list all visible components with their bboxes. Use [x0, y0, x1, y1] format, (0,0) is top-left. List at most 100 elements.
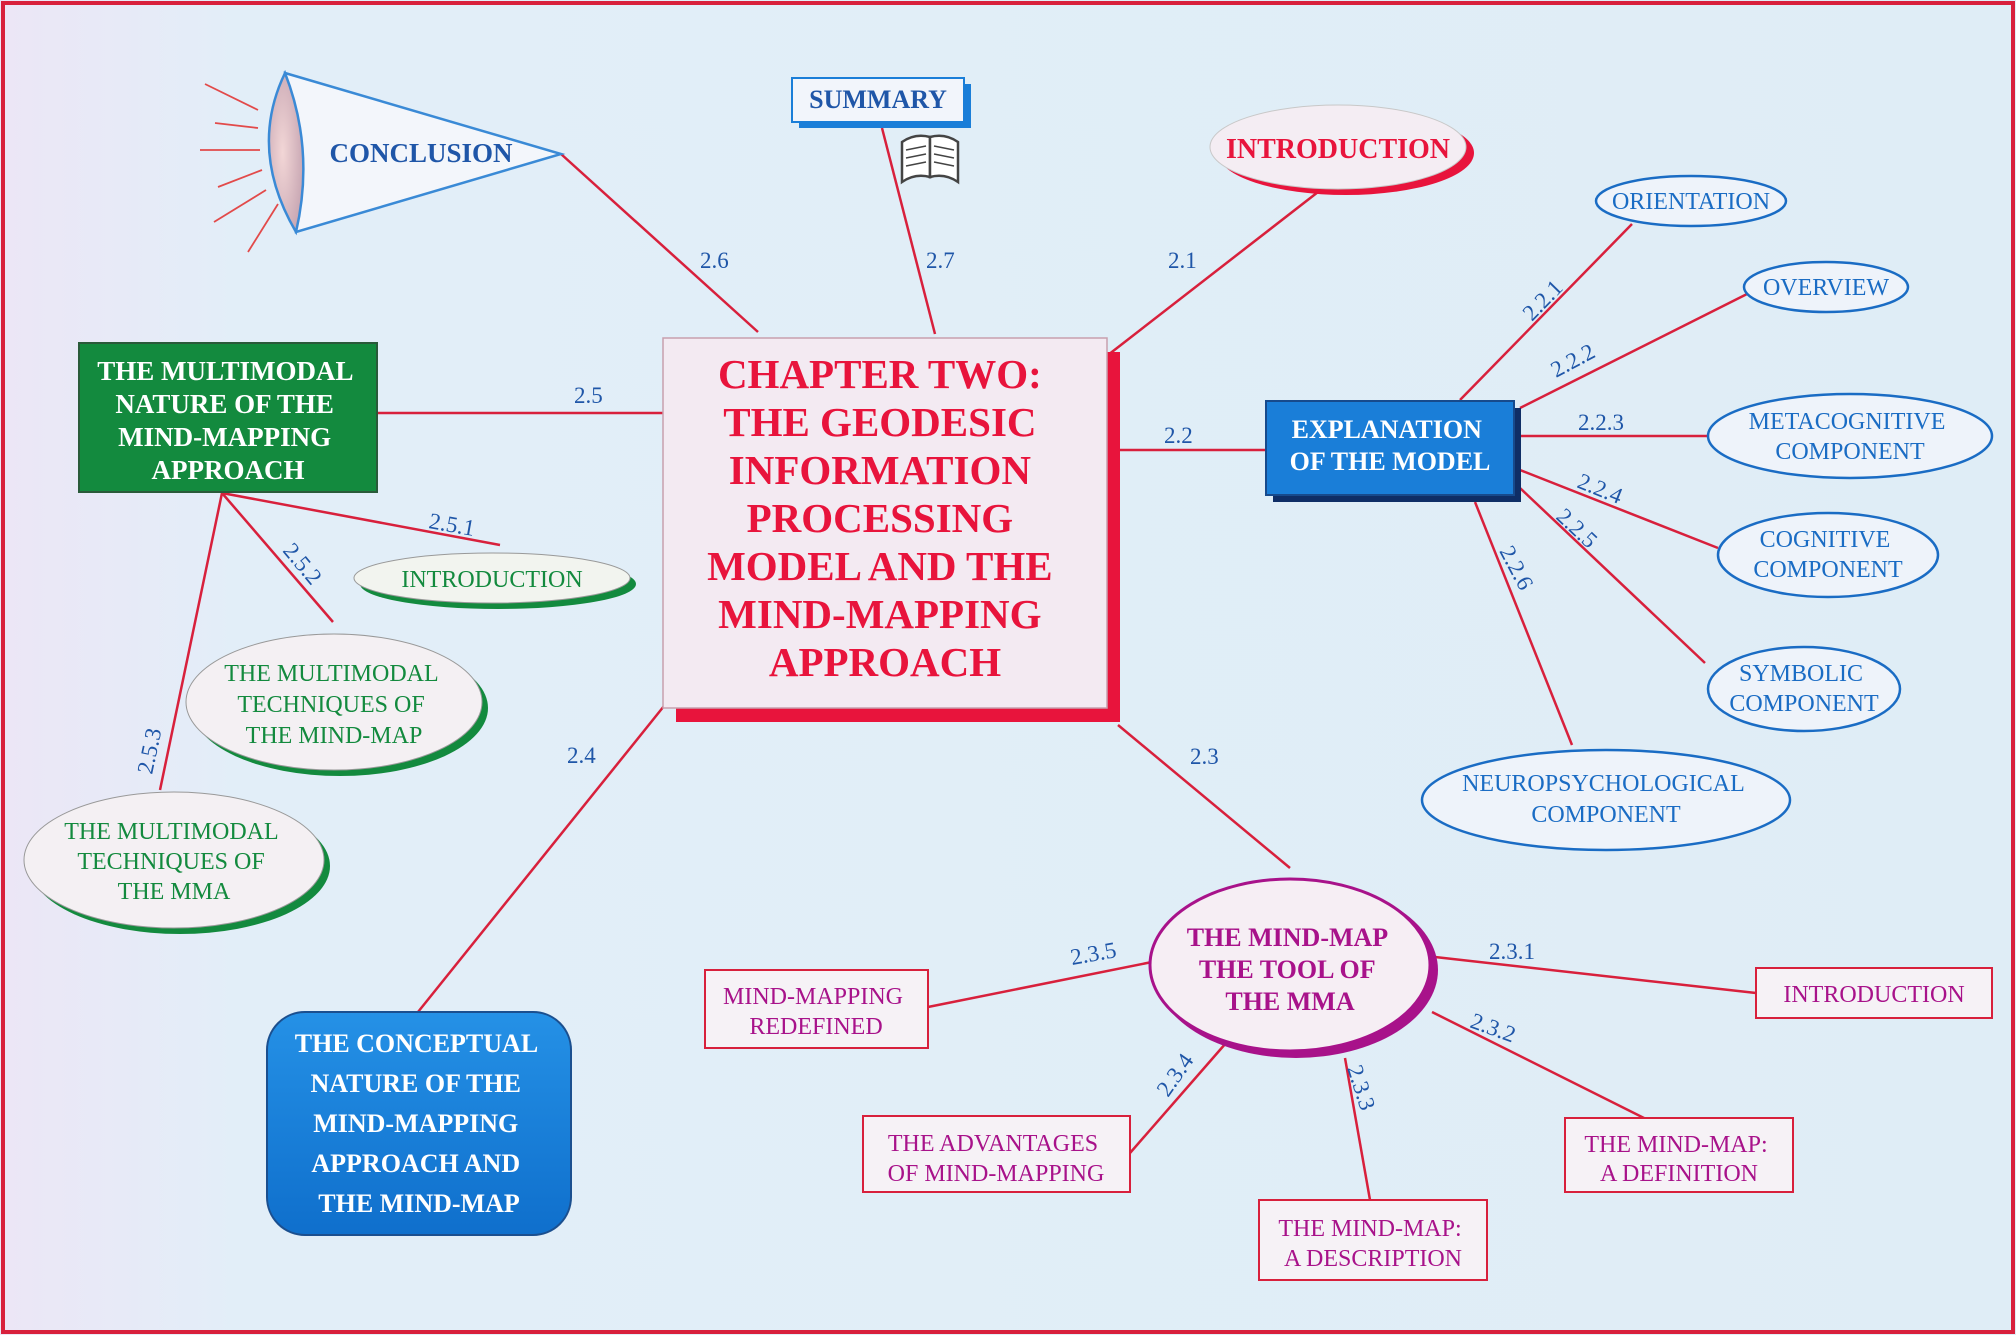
node-2-5-2-line-3: THE MIND-MAP: [246, 723, 423, 749]
svg-text:MIND-MAPPING REDEFINED: MIND-MAPPING REDEFINED: [723, 984, 909, 1040]
svg-text:THE MULTIMODAL NATURE OF: THE MULTIMODAL NATURE OF THE MIND-MAPPIN…: [97, 356, 359, 485]
node-2-3-5-redefined: MIND-MAPPING REDEFINED: [704, 969, 929, 1049]
node-2-3-5-line-2: REDEFINED: [749, 1014, 882, 1040]
connector-2-2-4: [1519, 468, 1719, 550]
svg-text:THE MULTIMODAL TECHNIQUE: THE MULTIMODAL TECHNIQUES OF THE MMA: [64, 819, 284, 905]
svg-text:NEUROPSYCHOLOGICAL COMPO: NEUROPSYCHOLOGICAL COMPONENT: [1462, 771, 1750, 828]
label-2-4: 2.4: [567, 743, 596, 768]
connector-2-3-4: [1129, 1042, 1227, 1154]
svg-text:SYMBOLIC COMPONENT: SYMBOLIC COMPONENT: [1729, 661, 1879, 717]
node-2-1-text: INTRODUCTION: [1226, 134, 1450, 165]
svg-text:METACOGNITIVE COMPONENT: METACOGNITIVE COMPONENT: [1749, 409, 1952, 465]
lens-cone-icon: [200, 69, 566, 253]
node-2-6-text: CONCLUSION: [329, 138, 513, 168]
node-2-6-conclusion: CONCLUSION: [200, 69, 566, 253]
label-2-2: 2.2: [1164, 423, 1193, 448]
node-2-1-introduction: INTRODUCTION: [1209, 104, 1474, 195]
node-2-4-conceptual-nature: THE CONCEPTUAL NATURE OF THE MIND-MAPPIN…: [266, 1011, 572, 1236]
node-2-5-2-line-2: TECHNIQUES OF: [237, 692, 424, 718]
node-2-2-line-1: EXPLANATION: [1292, 415, 1482, 444]
connector-2-3-5: [927, 960, 1153, 1009]
node-2-3-2-definition: THE MIND-MAP: A DEFINITION: [1564, 1117, 1794, 1193]
svg-text:THE MIND-MAP: A DESCRIPT: THE MIND-MAP: A DESCRIPTION: [1278, 1216, 1467, 1272]
node-2-4-line-3: MIND-MAPPING: [313, 1109, 518, 1138]
connector-2-7: [880, 127, 937, 335]
node-2-5-3-line-1: THE MULTIMODAL: [64, 819, 278, 845]
node-2-2-6-line-2: COMPONENT: [1531, 802, 1681, 828]
connector-2-2-6: [1473, 501, 1574, 746]
label-2-2-3: 2.2.3: [1578, 410, 1624, 435]
node-2-2-5-symbolic: SYMBOLIC COMPONENT: [1706, 645, 1902, 733]
connector-2-2-2: [1519, 288, 1756, 410]
node-2-5-line-4: APPROACH: [152, 455, 305, 485]
node-2-2-3-metacognitive: METACOGNITIVE COMPONENT: [1706, 392, 1994, 480]
central-title: CHAPTER TWO: THE GEODESIC INFORMATION PR…: [707, 351, 1063, 685]
node-2-5-1-text: INTRODUCTION: [401, 567, 582, 593]
connector-2-3-3: [1343, 1057, 1372, 1201]
node-2-2-1-orientation: ORIENTATION: [1594, 174, 1788, 228]
connector-2-3-2: [1431, 1010, 1653, 1124]
node-2-4-line-2: NATURE OF THE: [311, 1069, 521, 1098]
central-title-line-5: MODEL AND THE: [707, 543, 1053, 589]
node-2-5-3-line-3: THE MMA: [118, 879, 231, 905]
svg-text:THE ADVANTAGES OF MIND-M: THE ADVANTAGES OF MIND-MAPPING: [888, 1131, 1105, 1187]
node-2-3-line-2: THE TOOL OF: [1199, 955, 1375, 984]
label-2-6: 2.6: [700, 248, 729, 273]
node-2-2-5-line-1: SYMBOLIC: [1739, 661, 1863, 687]
label-2-3-1: 2.3.1: [1489, 939, 1535, 964]
node-2-3-line-1: THE MIND-MAP: [1187, 923, 1389, 952]
node-2-2-5-line-2: COMPONENT: [1729, 691, 1879, 717]
central-title-line-2: THE GEODESIC: [723, 399, 1036, 445]
svg-text:COGNITIVE COMPONENT: COGNITIVE COMPONENT: [1753, 527, 1903, 583]
node-2-2-2-overview: OVERVIEW: [1742, 260, 1910, 314]
node-2-2-6-line-1: NEUROPSYCHOLOGICAL: [1462, 771, 1744, 797]
node-2-2-4-line-2: COMPONENT: [1753, 557, 1903, 583]
node-2-2-4-line-1: COGNITIVE: [1760, 527, 1891, 553]
connector-2-2-1: [1459, 223, 1633, 401]
svg-text:THE MULTIMODAL TECHNIQUE: THE MULTIMODAL TECHNIQUES OF THE MIND-MA…: [224, 661, 444, 749]
node-2-2-3-line-1: METACOGNITIVE: [1749, 409, 1946, 435]
connector-2-1: [1107, 191, 1319, 356]
node-2-5-1-introduction: INTRODUCTION: [353, 552, 636, 609]
svg-text:THE MIND-MAP THE TOOL OF: THE MIND-MAP THE TOOL OF THE MMA: [1187, 923, 1394, 1016]
node-2-3-3-description: THE MIND-MAP: A DESCRIPTION: [1258, 1199, 1488, 1281]
connector-2-5-3: [158, 492, 224, 791]
label-2-3: 2.3: [1190, 744, 1219, 769]
svg-text:EXPLANATION OF THE MODEL: EXPLANATION OF THE MODEL: [1290, 415, 1491, 476]
central-title-line-7: APPROACH: [769, 639, 1001, 685]
connector-2-5-1: [221, 491, 501, 547]
label-2-7: 2.7: [926, 248, 955, 273]
node-2-3-1-introduction: INTRODUCTION: [1755, 967, 1993, 1019]
node-2-7-text: SUMMARY: [809, 85, 947, 114]
node-2-5-3-techniques-mma: THE MULTIMODAL TECHNIQUES OF THE MMA: [23, 791, 330, 934]
node-2-7-summary: SUMMARY: [791, 77, 971, 185]
node-2-5-line-1: THE MULTIMODAL: [97, 356, 352, 386]
connector-2-4: [417, 705, 665, 1013]
node-2-2-3-line-2: COMPONENT: [1775, 439, 1925, 465]
connector-2-3-1: [1434, 955, 1757, 995]
node-2-5-2-line-1: THE MULTIMODAL: [224, 661, 438, 687]
label-2-1: 2.1: [1168, 248, 1197, 273]
node-2-3-3-line-1: THE MIND-MAP:: [1278, 1216, 1461, 1242]
central-node: CHAPTER TWO: THE GEODESIC INFORMATION PR…: [662, 337, 1120, 722]
node-2-2-explanation: EXPLANATION OF THE MODEL: [1265, 400, 1521, 502]
central-title-line-1: CHAPTER TWO:: [718, 351, 1042, 397]
svg-text:THE MIND-MAP: A DEFINITI: THE MIND-MAP: A DEFINITION: [1584, 1132, 1773, 1187]
connector-2-3: [1117, 724, 1291, 869]
node-2-3-1-text: INTRODUCTION: [1783, 982, 1964, 1008]
node-2-2-2-text: OVERVIEW: [1763, 275, 1889, 301]
connector-2-6: [560, 153, 759, 333]
central-title-line-4: PROCESSING: [747, 495, 1014, 541]
node-2-4-line-5: THE MIND-MAP: [318, 1189, 520, 1218]
central-title-line-3: INFORMATION: [729, 447, 1032, 493]
node-2-2-4-cognitive: COGNITIVE COMPONENT: [1716, 511, 1940, 599]
node-2-3-5-line-1: MIND-MAPPING: [723, 984, 903, 1010]
node-2-4-line-1: THE CONCEPTUAL: [295, 1029, 538, 1058]
central-title-line-6: MIND-MAPPING: [718, 591, 1041, 637]
connector-labels: 2.1 2.2 2.3 2.4 2.5 2.6 2.7 2.2.1 2.2.2 …: [132, 248, 1626, 1113]
open-book-icon: [900, 134, 960, 185]
node-2-2-6-neuropsychological: NEUROPSYCHOLOGICAL COMPONENT: [1420, 748, 1792, 852]
